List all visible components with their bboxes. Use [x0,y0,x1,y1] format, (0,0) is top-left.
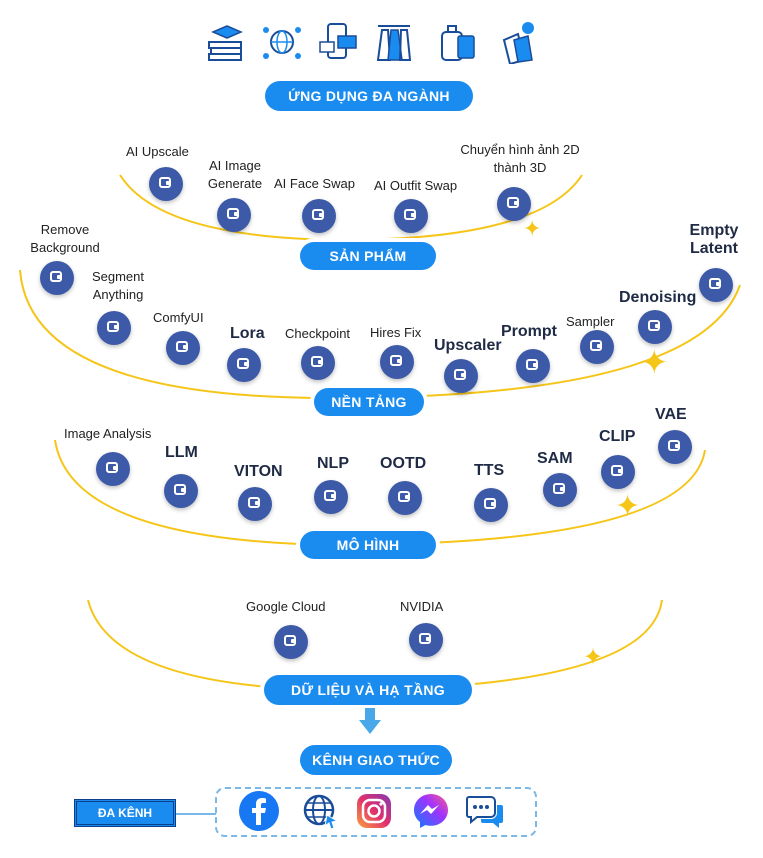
item-node[interactable] [274,625,308,659]
item-node[interactable] [380,345,414,379]
item-label: Google Cloud [246,599,326,614]
item-label: Empty Latent [689,222,739,257]
down-arrow-icon [359,708,381,734]
item-node[interactable] [302,199,336,233]
item-label: AI Upscale [126,144,189,159]
item-node[interactable] [580,330,614,364]
protocol-channel: KÊNH GIAO THỨC [300,745,452,775]
item-node[interactable] [388,481,422,515]
section-title: MÔ HÌNH [300,531,436,559]
global-network-icon [263,27,301,59]
industry-header: ỨNG DỤNG ĐA NGÀNH [265,81,473,111]
item-node[interactable] [409,623,443,657]
item-node[interactable] [217,198,251,232]
item-node[interactable] [543,473,577,507]
item-label: ComfyUI [153,310,204,325]
section-title: DỮ LIỆU VÀ HẠ TẦNG [264,675,472,705]
item-node[interactable] [227,348,261,382]
item-label: Image Analysis [64,426,152,441]
item-label: AI Face Swap [274,176,355,191]
item-label: Upscaler [434,337,502,354]
fashion-clothing-icon [376,25,412,61]
item-node[interactable] [658,430,692,464]
item-label: Segment Anything [91,269,145,302]
travel-luggage-icon [441,25,475,61]
item-label: Hires Fix [370,325,422,340]
chat-icon[interactable] [465,791,505,831]
channels-box [215,787,537,837]
item-node[interactable] [96,452,130,486]
item-node[interactable] [497,187,531,221]
item-node[interactable] [444,359,478,393]
item-node[interactable] [474,488,508,522]
multichannel-label: ĐA KÊNH [74,799,176,827]
item-label: CLIP [599,428,636,445]
item-label: OOTD [380,455,427,472]
item-label: Prompt [501,323,557,340]
item-node[interactable] [149,167,183,201]
item-node[interactable] [166,331,200,365]
sparkle-icon: ✦ [583,644,604,671]
item-label: Sampler [566,314,615,329]
item-label: AI Outfit Swap [374,178,458,193]
item-node[interactable] [301,346,335,380]
item-label: Lora [230,325,265,342]
item-label: NVIDIA [400,599,444,614]
facebook-icon[interactable] [239,791,279,831]
item-label: LLM [165,444,198,461]
section-title: NỀN TẢNG [314,388,424,416]
section-title: SẢN PHẨM [300,242,436,270]
item-label: Chuyển hình ảnh 2D thành 3D [460,142,580,175]
item-label: TTS [474,462,505,479]
messenger-icon[interactable] [411,791,451,831]
item-label: Denoising [619,289,697,306]
education-books-icon [208,25,243,61]
item-node[interactable] [601,455,635,489]
shopping-bags-icon [502,22,534,64]
connector-line [176,813,216,815]
item-label: Remove Background [30,222,100,255]
item-label: AI Image Generate [207,158,263,191]
item-node[interactable] [394,199,428,233]
sparkle-icon: ✦ [523,216,542,241]
item-node[interactable] [314,480,348,514]
web-icon[interactable] [301,791,341,831]
item-label: VITON [234,463,283,480]
item-label: VAE [655,406,687,423]
item-node[interactable] [699,268,733,302]
sparkle-icon: ✦ [615,490,641,523]
item-label: NLP [317,455,349,472]
item-node[interactable] [164,474,198,508]
sparkle-icon: ✦ [640,344,669,382]
item-node[interactable] [40,261,74,295]
item-label: SAM [537,450,573,467]
item-node[interactable] [516,349,550,383]
item-node[interactable] [238,487,272,521]
mobile-shopping-icon [319,23,357,59]
instagram-icon[interactable] [354,791,394,831]
item-node[interactable] [97,311,131,345]
item-node[interactable] [638,310,672,344]
item-label: Checkpoint [285,326,351,341]
